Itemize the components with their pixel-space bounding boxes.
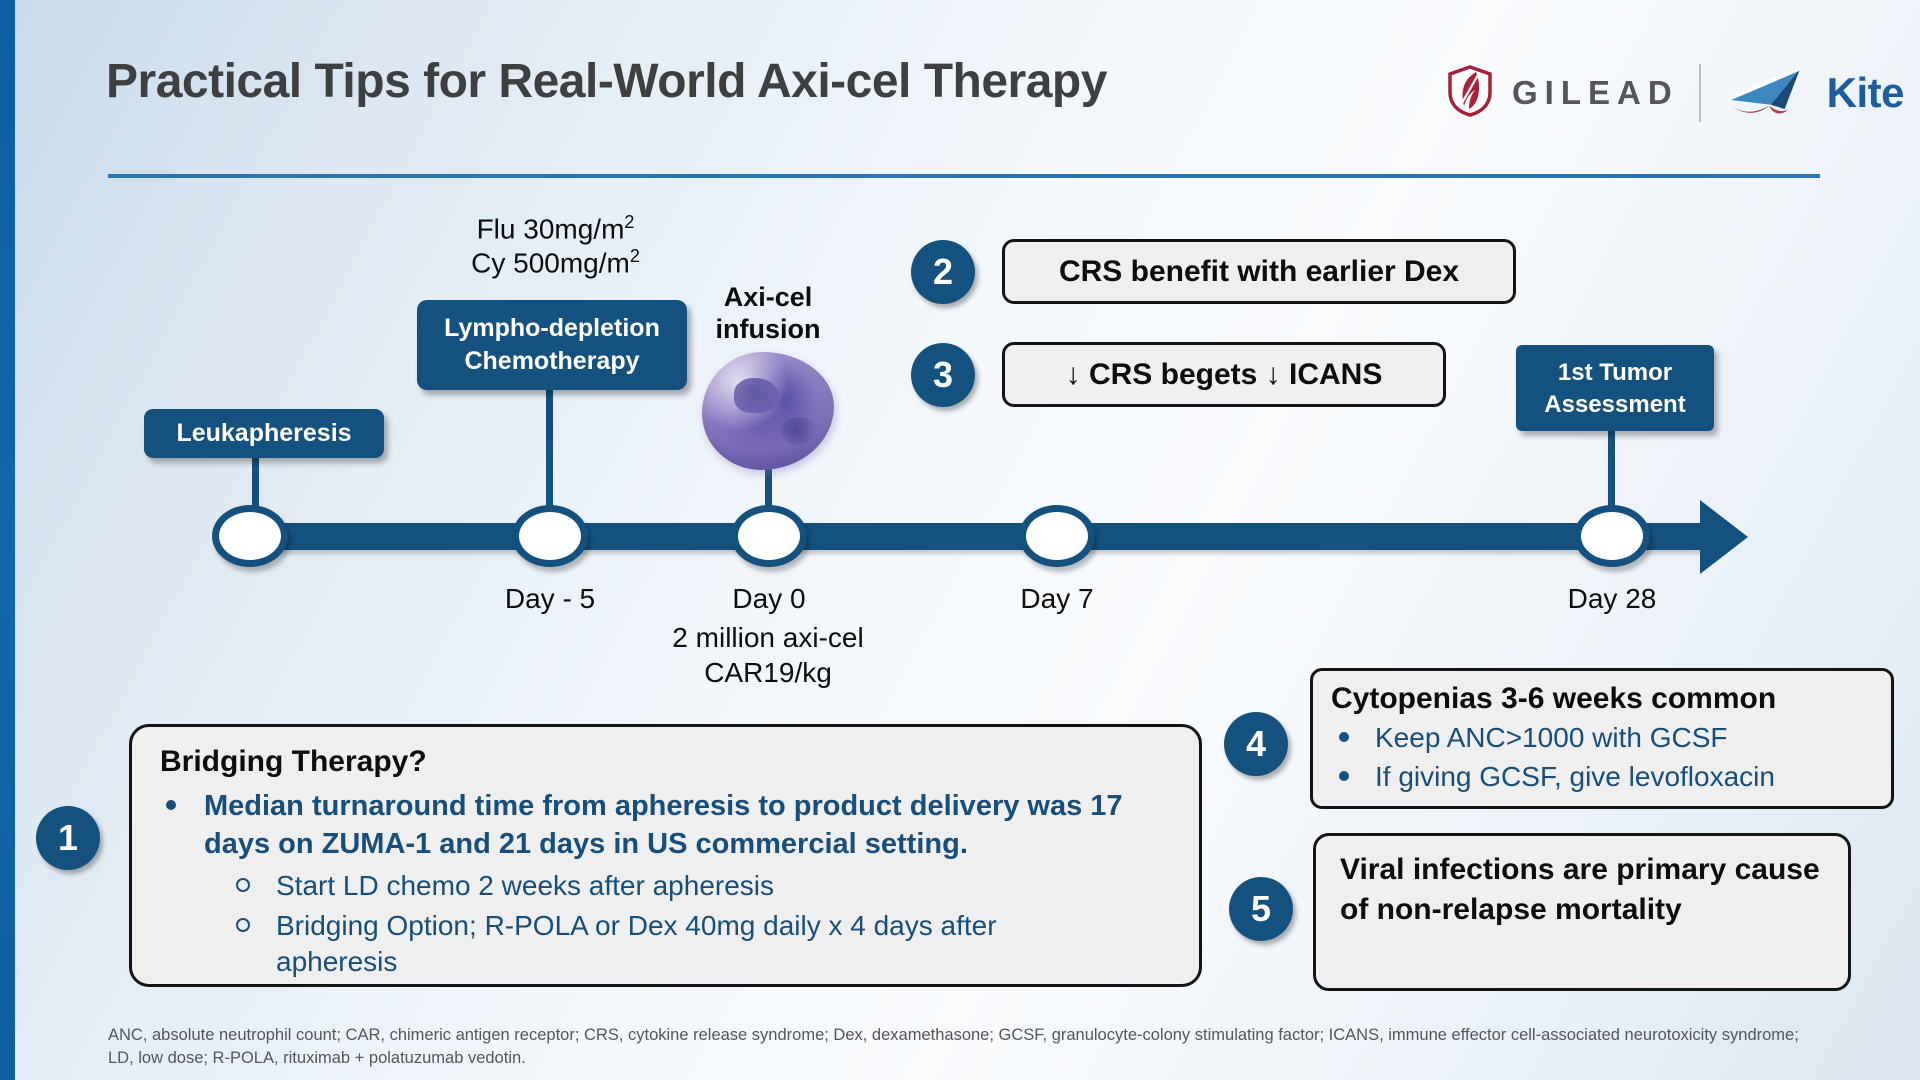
lymphodepletion-line1: Lympho-depletion xyxy=(444,314,660,342)
timeline-node-day7 xyxy=(1019,505,1095,567)
bullet-dot-icon xyxy=(166,800,176,810)
car-t-cell-image xyxy=(702,352,834,470)
gilead-shield-icon xyxy=(1448,64,1492,123)
tumor-line1: 1st Tumor xyxy=(1557,359,1673,386)
cytopenias-bullet-2: If giving GCSF, give levofloxacin xyxy=(1331,759,1873,794)
bridging-title: Bridging Therapy? xyxy=(160,745,427,778)
connector-leukapheresis xyxy=(252,455,259,513)
cell-texture xyxy=(781,416,816,446)
leukapheresis-box: Leukapheresis xyxy=(144,409,384,458)
day-minus5-label: Day - 5 xyxy=(504,583,596,614)
bullet-dot-icon xyxy=(1339,732,1349,742)
connector-day28 xyxy=(1608,428,1615,513)
day7-label: Day 7 xyxy=(1020,583,1094,614)
bullet-ring-icon xyxy=(236,917,250,932)
brand-logos: GILEAD Kite xyxy=(1448,60,1905,126)
bullet-dot-icon xyxy=(1339,771,1349,781)
callout-4-box: Cytopenias 3-6 weeks common Keep ANC>100… xyxy=(1310,668,1894,809)
callout-1-box: Bridging Therapy? Median turnaround time… xyxy=(129,724,1202,987)
left-accent-bar xyxy=(0,0,15,1080)
timeline-node-day28 xyxy=(1574,505,1650,567)
timeline-bar xyxy=(218,523,1708,550)
callout-2-number: 2 xyxy=(911,240,975,304)
footnote-line2: LD, low dose; R-POLA, rituximab + polatu… xyxy=(108,1048,526,1067)
flu-dose: Flu 30mg/m2 xyxy=(476,212,635,245)
timeline-node-day-minus5 xyxy=(512,505,588,567)
day0-dose-label: 2 million axi-cel CAR19/kg xyxy=(672,622,864,688)
callout-2-box: CRS benefit with earlier Dex xyxy=(1002,239,1516,304)
callout-4-number: 4 xyxy=(1224,712,1288,776)
day28-label: Day 28 xyxy=(1567,583,1657,614)
page-title: Practical Tips for Real-World Axi-cel Th… xyxy=(106,55,1107,108)
kite-mark-icon xyxy=(1721,62,1807,125)
tumor-assessment-box: 1st Tumor Assessment xyxy=(1516,345,1714,431)
day0-label: Day 0 xyxy=(732,583,806,614)
tumor-line2: Assessment xyxy=(1544,391,1686,419)
lymphodepletion-box: Lympho-depletion Chemotherapy xyxy=(417,300,687,390)
bridging-bullet: Median turnaround time from apheresis to… xyxy=(160,787,1171,864)
axicel-infusion-label: Axi-cel infusion xyxy=(715,282,821,345)
title-underline xyxy=(108,174,1820,178)
callout-5-number: 5 xyxy=(1229,877,1293,941)
connector-chemo xyxy=(546,388,553,513)
cytopenias-title: Cytopenias 3-6 weeks common xyxy=(1331,682,1777,715)
logo-divider xyxy=(1698,64,1701,122)
footnote-line1: ANC, absolute neutrophil count; CAR, chi… xyxy=(108,1026,1799,1044)
timeline-node-leukapheresis xyxy=(212,505,288,567)
bridging-sub-bullet-2: Bridging Option; R-POLA or Dex 40mg dail… xyxy=(236,908,1171,981)
cytopenias-bullet-1: Keep ANC>1000 with GCSF xyxy=(1331,720,1873,755)
kite-wordmark: Kite xyxy=(1826,69,1905,116)
bridging-sub-bullet-1: Start LD chemo 2 weeks after apheresis xyxy=(236,868,1171,904)
bullet-ring-icon xyxy=(236,877,250,892)
timeline-arrow-icon xyxy=(1700,500,1748,574)
lymphodepletion-line2: Chemotherapy xyxy=(464,346,640,375)
callout-3-box: ↓ CRS begets ↓ ICANS xyxy=(1002,342,1446,407)
callout-3-number: 3 xyxy=(911,343,975,407)
cy-dose: Cy 500mg/m2 xyxy=(471,246,640,279)
chemo-doses: Flu 30mg/m2 Cy 500mg/m2 xyxy=(398,212,713,281)
callout-5-box: Viral infections are primary cause of no… xyxy=(1313,833,1851,991)
cell-texture xyxy=(733,377,779,414)
connector-day0 xyxy=(765,452,772,512)
timeline-node-day0 xyxy=(731,505,807,567)
gilead-wordmark: GILEAD xyxy=(1512,74,1679,111)
callout-1-number: 1 xyxy=(36,806,100,870)
abbreviations-footnote: ANC, absolute neutrophil count; CAR, chi… xyxy=(108,1024,1808,1070)
